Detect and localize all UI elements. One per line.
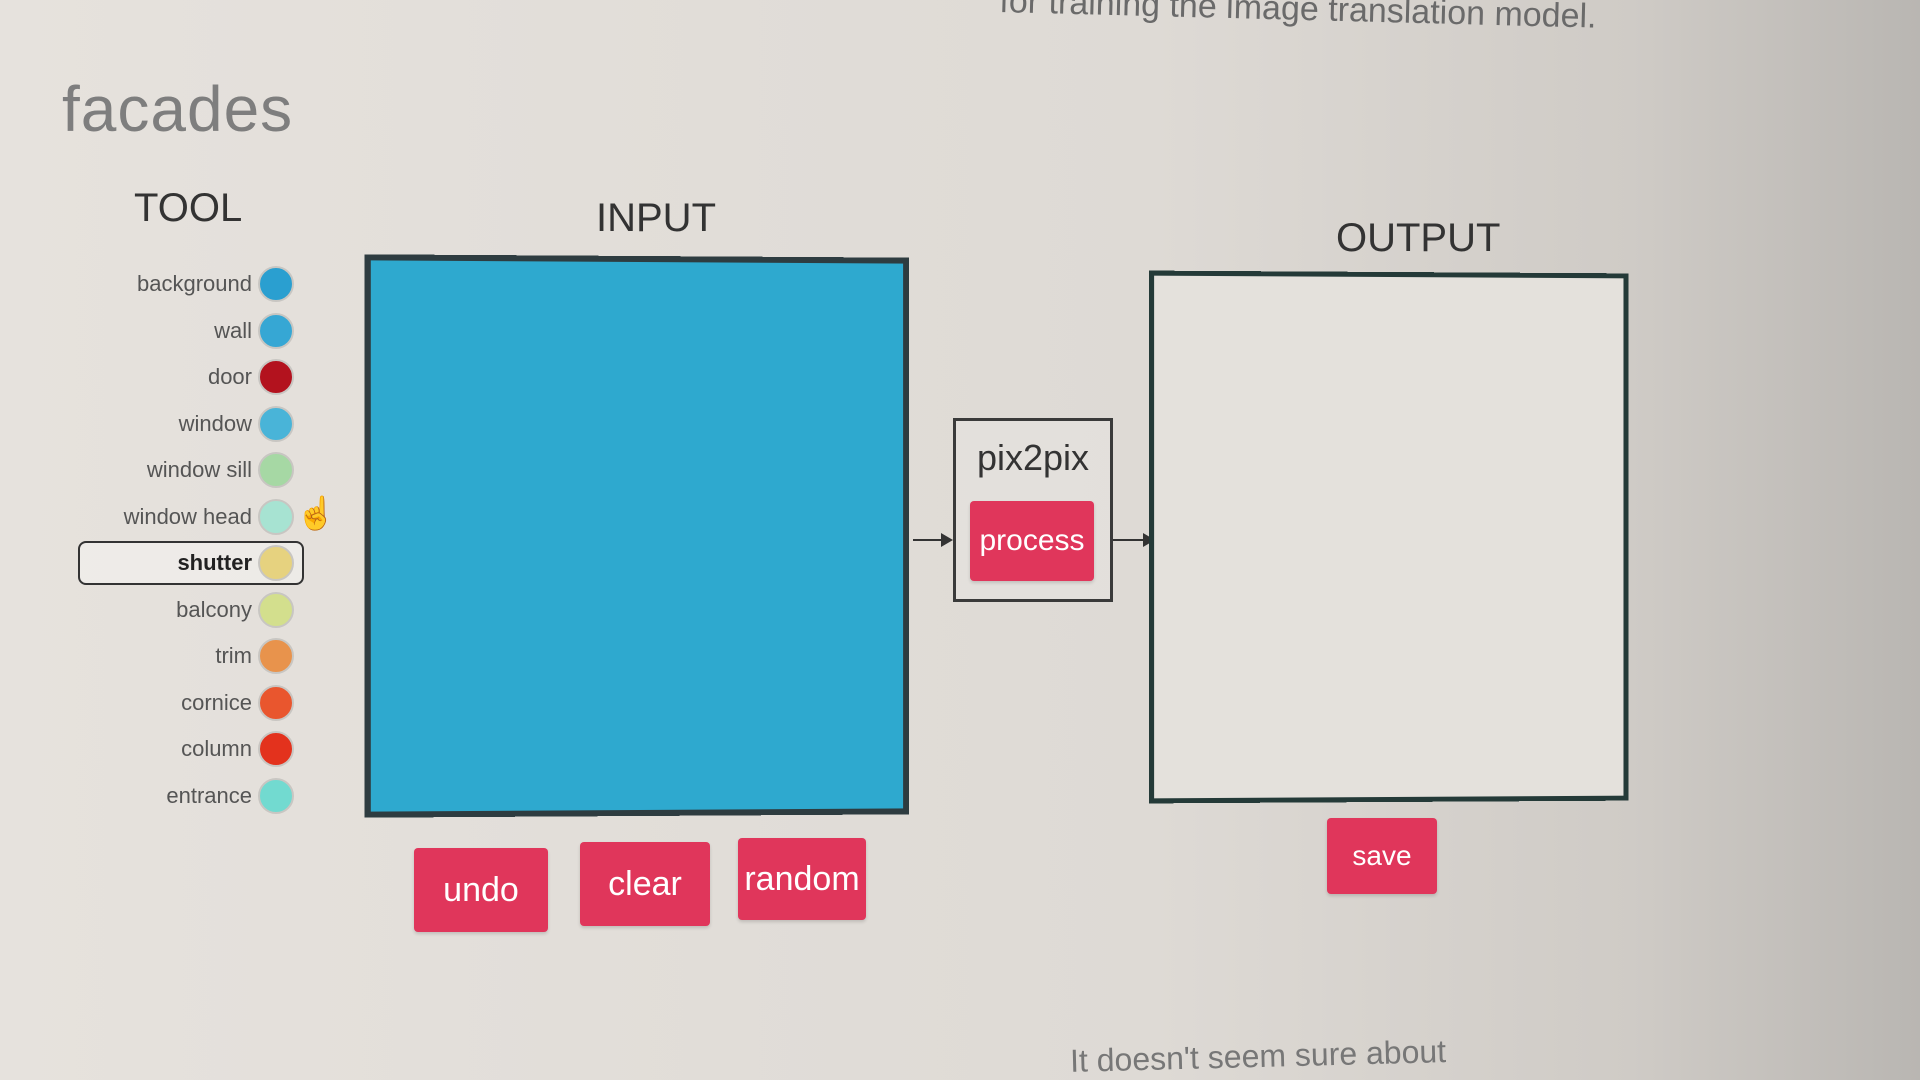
arrow-to-model-icon	[913, 533, 953, 547]
intro-text-fragment: for training the image translation model…	[999, 0, 1598, 36]
tool-item-window-head[interactable]: window head	[78, 495, 304, 539]
tool-item-background[interactable]: background	[78, 262, 304, 306]
color-swatch-icon	[258, 545, 294, 581]
tool-heading: TOOL	[134, 186, 243, 230]
tool-label: door	[207, 364, 252, 389]
tool-label: window head	[123, 503, 252, 529]
output-heading: OUTPUT	[1336, 216, 1501, 260]
color-swatch-icon	[258, 591, 294, 628]
color-swatch-icon	[258, 684, 294, 721]
tool-label: balcony	[176, 596, 252, 622]
output-canvas	[1149, 270, 1629, 804]
tool-item-window[interactable]: window	[78, 402, 304, 446]
tool-label: window	[178, 410, 252, 436]
tool-label: trim	[215, 643, 252, 668]
tool-item-entrance[interactable]: entrance	[78, 774, 304, 818]
tool-item-door[interactable]: door	[78, 355, 304, 399]
color-swatch-icon	[258, 638, 294, 674]
tool-label: window sill	[146, 457, 252, 482]
color-swatch-icon	[258, 498, 294, 535]
undo-button[interactable]: undo	[414, 848, 548, 932]
tool-item-column[interactable]: column	[78, 727, 304, 771]
tool-label: cornice	[181, 689, 252, 715]
input-canvas[interactable]	[364, 254, 910, 818]
tool-item-trim[interactable]: trim	[78, 634, 304, 678]
tool-item-balcony[interactable]: balcony	[78, 588, 304, 632]
color-swatch-icon	[258, 359, 294, 395]
tool-label: entrance	[166, 782, 252, 808]
color-swatch-icon	[258, 777, 294, 814]
process-button[interactable]: process	[970, 501, 1094, 581]
page-title: facades	[62, 73, 294, 145]
tool-item-shutter[interactable]: shutter	[78, 541, 304, 585]
model-box: pix2pix process	[953, 418, 1113, 602]
color-swatch-icon	[258, 405, 294, 442]
input-heading: INPUT	[596, 196, 716, 240]
tool-label: wall	[214, 317, 252, 343]
clear-button[interactable]: clear	[580, 842, 710, 926]
body-text-fragment: It doesn't seem sure about	[1069, 1033, 1447, 1079]
tool-item-wall[interactable]: wall	[78, 309, 304, 353]
color-swatch-icon	[258, 266, 294, 302]
tool-palette: background wall door window window sill windo…	[78, 262, 304, 820]
color-swatch-icon	[258, 312, 294, 349]
model-name: pix2pix	[976, 437, 1090, 478]
tool-label: column	[181, 736, 252, 761]
arrow-to-output-icon	[1113, 533, 1155, 547]
tool-label: shutter	[177, 550, 252, 575]
color-swatch-icon	[258, 731, 294, 767]
save-button[interactable]: save	[1327, 818, 1437, 894]
tool-item-cornice[interactable]: cornice	[78, 681, 304, 725]
random-button[interactable]: random	[738, 838, 866, 920]
tool-label: background	[137, 271, 252, 296]
hand-cursor-icon: ☝	[296, 495, 336, 531]
color-swatch-icon	[258, 452, 294, 488]
tool-item-window-sill[interactable]: window sill	[78, 448, 304, 492]
